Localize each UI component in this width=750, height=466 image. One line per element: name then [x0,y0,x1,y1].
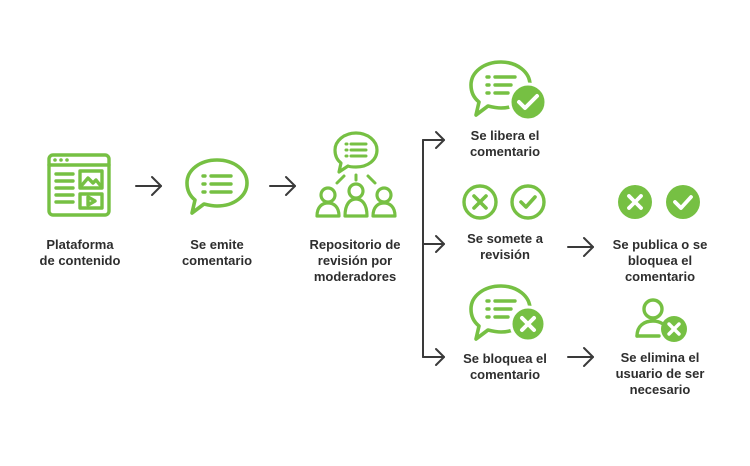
publish-block-icon [618,185,700,219]
label-comment-released: Se libera el comentario [469,128,541,159]
reject-approve-icon [462,184,546,220]
label-review-repository: Repositorio de revisión por moderadores [309,237,401,284]
remove-user-icon [635,298,687,342]
label-remove-user: Se elimina el usuario de ser necesario [615,350,705,397]
content-platform-icon [47,153,111,217]
arrow-right-icon [567,237,594,257]
label-emit-comment: Se emite comentario [181,237,253,268]
moderators-group-icon [315,131,397,218]
speech-bubble-icon [185,158,249,215]
label-comment-blocked: Se bloquea el comentario [463,351,547,382]
label-under-review: Se somete a revisión [467,231,543,262]
label-publish-or-block: Se publica o se bloquea el comentario [612,237,708,284]
arrow-right-icon [135,176,162,196]
label-platform: Plataforma de contenido [39,237,121,268]
comment-approved-icon [469,60,548,122]
comment-blocked-icon [469,284,547,343]
arrow-right-icon [567,347,594,367]
branch-connector [422,131,445,366]
arrow-right-icon [269,176,296,196]
